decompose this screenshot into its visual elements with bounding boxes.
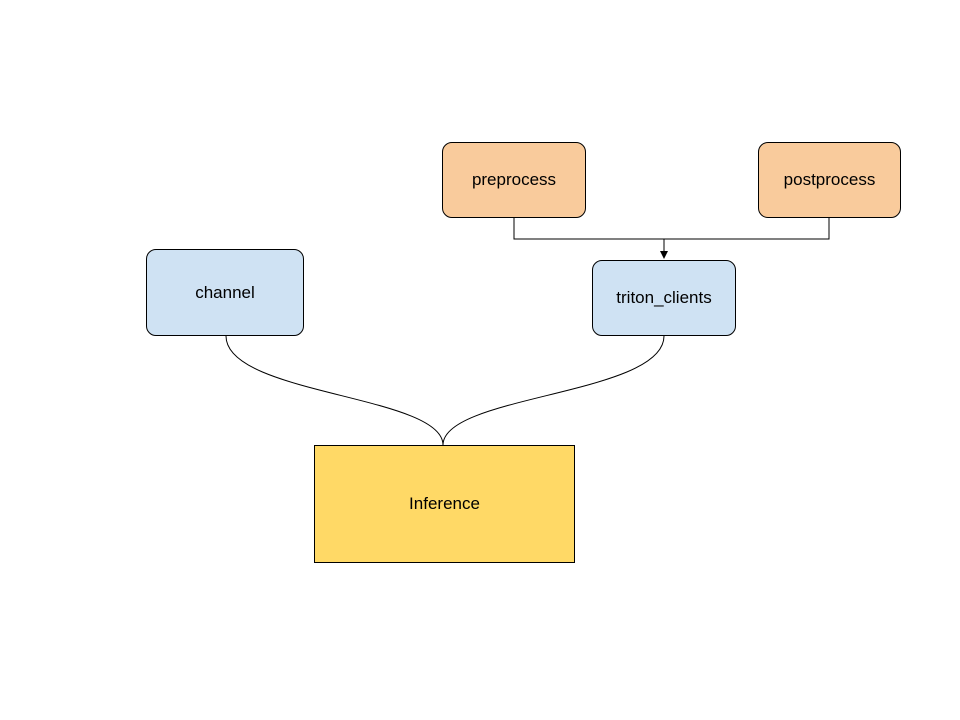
triton-clients-label: triton_clients bbox=[616, 288, 712, 307]
inference-label: Inference bbox=[409, 494, 480, 513]
edge-channel-to-inference bbox=[225, 335, 444, 446]
channel-label: channel bbox=[195, 282, 255, 302]
postprocess-label: postprocess bbox=[783, 170, 876, 189]
edge-triton-clients-to-inference bbox=[442, 335, 665, 446]
edge-preprocess-to-triton-clients bbox=[513, 218, 668, 259]
edge-postprocess-to-triton-clients bbox=[664, 218, 830, 240]
preprocess-node[interactable]: preprocess bbox=[442, 142, 586, 218]
preprocess-label: preprocess bbox=[471, 170, 557, 189]
channel-node[interactable]: channel bbox=[146, 249, 304, 336]
triton-clients-node[interactable]: triton_clients bbox=[592, 260, 736, 336]
inference-node[interactable]: Inference bbox=[314, 445, 575, 563]
postprocess-node[interactable]: postprocess bbox=[758, 142, 901, 218]
